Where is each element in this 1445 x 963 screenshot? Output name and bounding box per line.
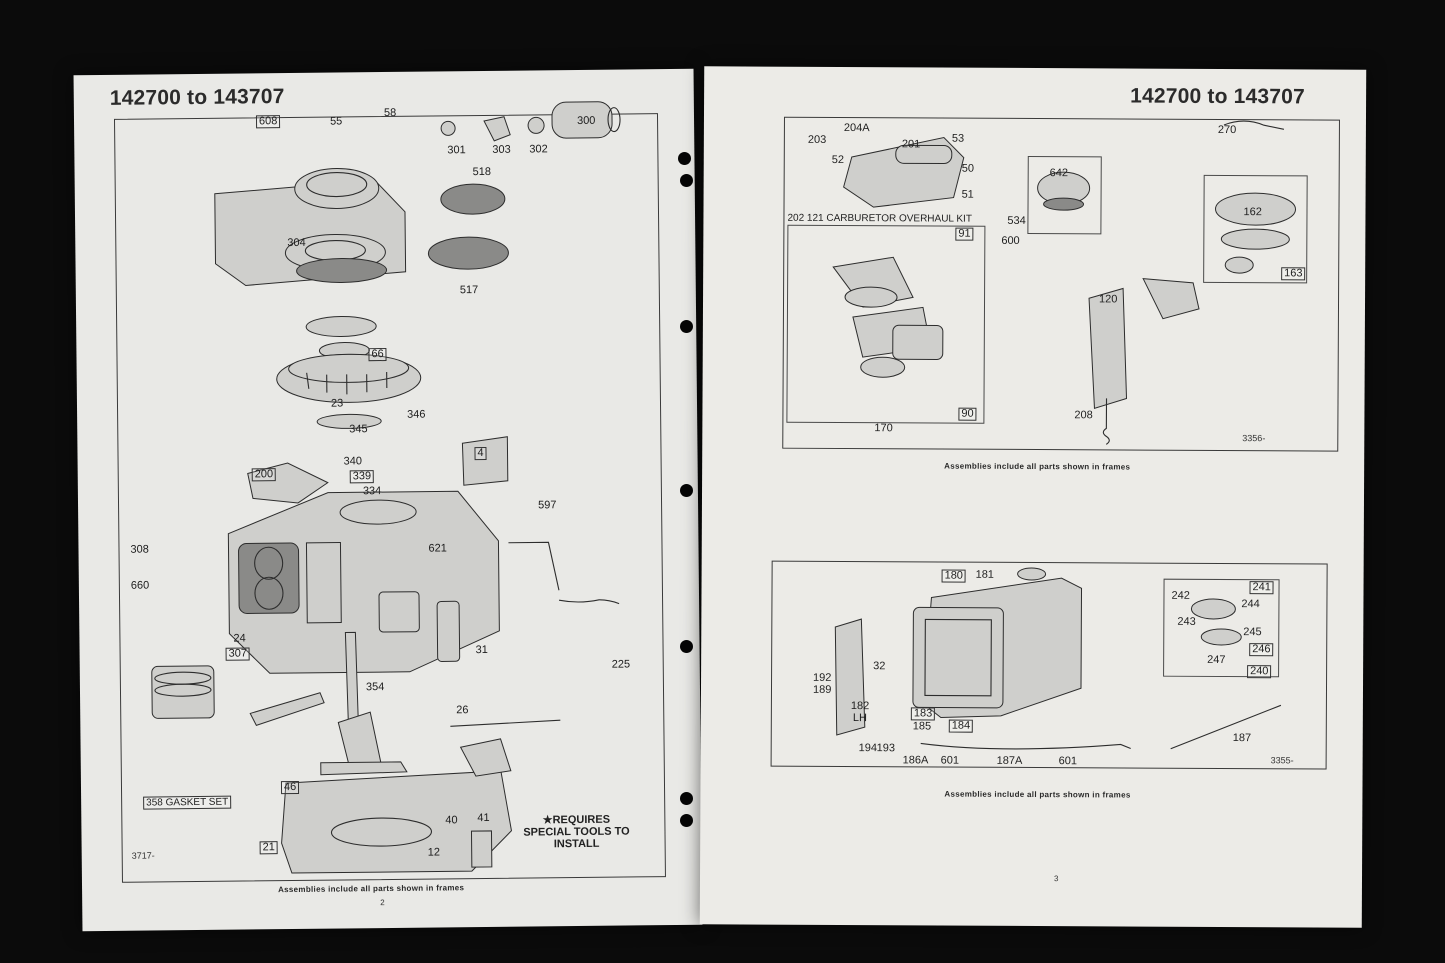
- left-page-number: 2: [380, 898, 385, 908]
- part-label: 40: [445, 814, 458, 827]
- part-label: 194: [858, 742, 878, 755]
- gasket-set-label: 358 GASKET SET: [143, 795, 232, 810]
- part-label: 46: [280, 780, 300, 795]
- part-label: 660: [130, 579, 150, 592]
- part-label: 187: [1232, 732, 1252, 745]
- part-label: 247: [1207, 653, 1226, 667]
- part-label: 601: [940, 754, 960, 767]
- part-label: 186A: [902, 754, 929, 767]
- part-label: 192: [813, 671, 832, 684]
- fuel-tank-diagram: [834, 567, 1282, 750]
- part-label: 307: [225, 647, 251, 661]
- part-label: 180: [941, 569, 966, 583]
- part-label: 12: [427, 846, 441, 859]
- part-label: 308: [130, 543, 149, 556]
- part-label: 4: [474, 446, 487, 461]
- part-label: 23: [330, 397, 344, 410]
- part-label: 300: [576, 114, 596, 127]
- part-label: 41: [477, 811, 490, 825]
- engine-exploded-diagram: [151, 101, 621, 874]
- binder-hole: [680, 320, 693, 333]
- part-label: 301: [447, 144, 466, 157]
- part-label: 304: [287, 236, 306, 250]
- part-label: 517: [459, 284, 479, 297]
- part-label: 244: [1241, 598, 1260, 611]
- part-label: 346: [407, 408, 426, 421]
- left-page: 142700 to 143707: [73, 68, 703, 932]
- part-label: 354: [365, 681, 385, 694]
- part-label: 24: [233, 632, 246, 645]
- part-label: 608: [255, 115, 281, 129]
- right-page: 142700 to 143707 202 121 CARBURETOR OVER…: [699, 66, 1367, 928]
- part-label: 184: [948, 719, 974, 733]
- special-tools-note: ★REQUIRES SPECIAL TOOLS TO INSTALL: [523, 813, 630, 851]
- part-label: 302: [529, 143, 548, 156]
- drawing-code: 3717-: [131, 850, 155, 861]
- part-label: 31: [475, 643, 488, 657]
- part-label: 601: [1058, 755, 1078, 768]
- part-label: 243: [1177, 615, 1196, 628]
- part-label: 241: [1249, 581, 1274, 595]
- part-label: 339: [349, 470, 375, 484]
- part-label: 240: [1247, 665, 1272, 679]
- part-label: 58: [383, 106, 397, 120]
- part-label: 225: [611, 658, 631, 671]
- part-label: 185: [912, 720, 932, 733]
- part-label: 21: [259, 841, 278, 855]
- part-label: 32: [873, 660, 886, 673]
- binder-hole: [680, 814, 693, 827]
- part-label: 66: [368, 348, 387, 362]
- part-label: 26: [456, 704, 469, 717]
- part-label: 242: [1171, 589, 1190, 602]
- part-label: 183: [910, 707, 936, 721]
- binder-hole: [680, 640, 693, 653]
- part-label: 193: [876, 742, 896, 755]
- part-label: 345: [349, 423, 368, 436]
- carburetor-diagram: [832, 120, 1297, 445]
- part-label: LH: [852, 712, 867, 725]
- binder-hole: [680, 792, 693, 805]
- part-label: 181: [975, 568, 994, 581]
- part-label: 187A: [996, 754, 1023, 767]
- part-label: 621: [428, 542, 447, 555]
- part-label: 340: [343, 455, 363, 468]
- drawing-code-bottom: 3355-: [1270, 755, 1294, 766]
- right-page-number: 3: [1053, 874, 1059, 884]
- binder-hole: [680, 174, 693, 187]
- bottom-caption: Assemblies include all parts shown in fr…: [944, 789, 1131, 800]
- part-label: 246: [1249, 643, 1274, 657]
- part-label: 245: [1243, 626, 1262, 639]
- binder-hole: [680, 484, 693, 497]
- binder-hole: [678, 152, 691, 165]
- part-label: 189: [812, 683, 832, 696]
- part-label: 182: [850, 700, 870, 713]
- part-label: 334: [362, 485, 382, 498]
- part-label: 200: [251, 468, 277, 482]
- part-label: 303: [492, 143, 511, 156]
- part-label: 597: [538, 499, 557, 512]
- part-label: 518: [472, 165, 491, 179]
- part-label: 55: [329, 115, 343, 128]
